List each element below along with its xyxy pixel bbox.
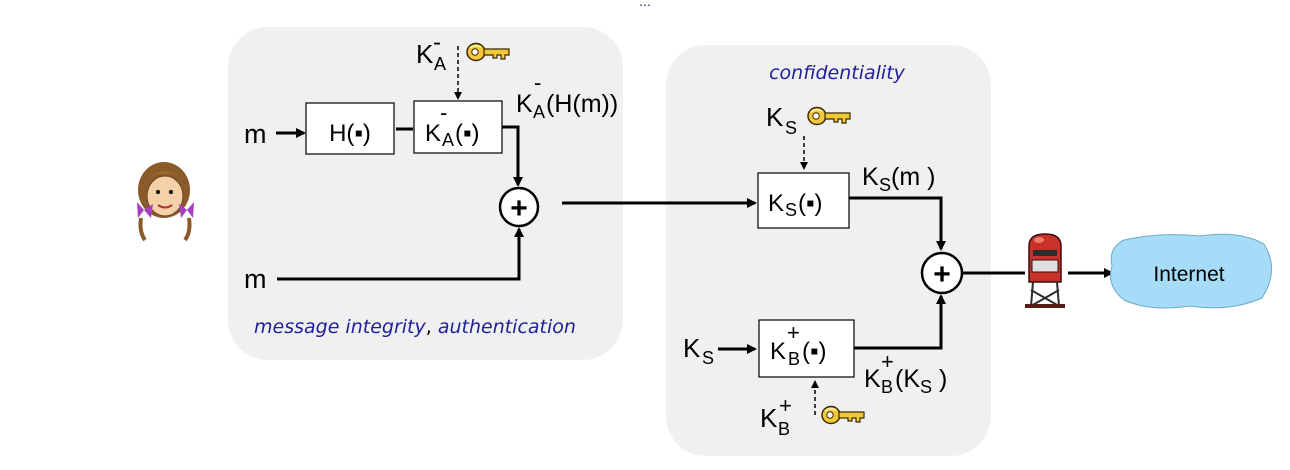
hash-box [305,102,395,155]
ks-out-sub: S [879,175,891,195]
ka-out-sub: A [533,102,545,122]
ks-box-arg: (▪) [798,190,823,217]
ka-key-K: K [416,39,434,69]
integrity-panel [228,27,623,360]
kb-public-box-K: K [770,338,786,365]
input-m-top: m [244,119,267,149]
confidentiality-title: confidentiality [769,62,906,84]
kb-out-arg: (KS ) [895,365,947,397]
ks-key-K: K [766,102,784,132]
ka-key-sub: A [434,54,446,74]
kb-out-K: K [864,365,881,393]
ka-private-box-K: K [425,120,441,147]
ka-out-sup: - [534,70,541,95]
xor-integrity [498,186,540,228]
xor-integrity-symbol: + [510,192,528,225]
ks-box-K: K [768,190,784,217]
confidentiality-panel [666,45,991,456]
alice-face-icon [137,162,194,242]
kb-out-sup: + [881,349,894,374]
ks-box-sub: S [785,200,797,220]
kb-key-sub: B [778,419,790,439]
kb-key-K: K [760,403,778,433]
ka-out-arg: (H(m)) [546,90,618,118]
kb-key-sup: + [779,393,792,418]
hash-box-label: H(▪) [329,120,371,147]
input-m-bottom: m [244,264,267,294]
kb-public-box-sub: B [788,349,800,369]
ka-out-K: K [516,90,533,118]
ks-key-sub: S [785,118,797,138]
ka-private-box-arg: (▪) [455,120,480,147]
kb-public-box-sup: + [787,320,800,345]
mailbox-icon [1025,233,1065,308]
xor-final [920,251,964,295]
ks-to-xor-line [849,196,946,251]
ks-input-K: K [683,333,701,363]
xor-final-symbol: + [933,258,951,291]
internet-label: Internet [1153,263,1224,286]
ks-box [757,172,850,229]
title-fragment: ... [639,0,651,9]
kb-public-box-arg: (▪) [802,338,827,365]
m-bottom-to-xor-line [277,227,524,281]
ka-key-sup: - [433,29,441,56]
ka-private-box-sub: A [442,130,454,150]
kb-to-xor-line [854,294,946,350]
ka-to-xor-line [502,125,523,187]
ka-private-box-sup: - [440,100,447,125]
ks-out-arg: (m ) [891,163,935,191]
kb-out-sub: B [881,377,893,397]
ks-input-sub: S [702,348,714,368]
kb-public-box [758,319,855,378]
ks-out-K: K [862,163,879,191]
internet-cloud-icon [1110,233,1272,309]
ka-private-box [413,100,503,154]
integrity-caption: message integrity, authentication [254,316,576,338]
